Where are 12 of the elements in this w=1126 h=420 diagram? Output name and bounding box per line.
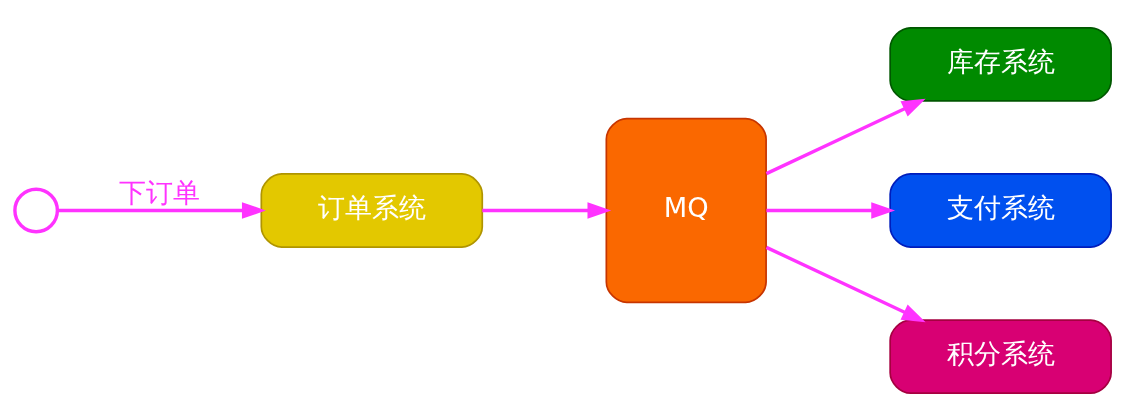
node-box: 库存系统 [889,26,1112,102]
node-box: 订单系统 [260,172,484,248]
node-box: 积分系统 [889,318,1112,394]
node-box: 支付系统 [889,172,1112,248]
arrow [765,245,926,322]
arrow [482,201,612,219]
edge-label: 下订单 [118,176,200,208]
node-person [13,187,60,233]
arrow [766,201,896,219]
arrow [765,98,926,175]
node-box: MQ [605,117,767,303]
arrow [57,201,266,219]
